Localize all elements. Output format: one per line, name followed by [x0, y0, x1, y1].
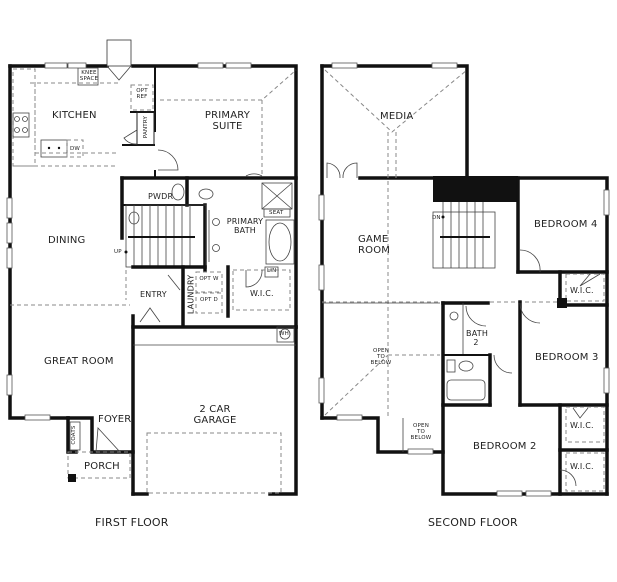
room-label-foyer: FOYER — [98, 414, 132, 425]
label-seat: SEAT — [269, 210, 284, 216]
label-open-to-below-2: OPEN TO BELOW — [410, 423, 432, 442]
room-label-opt-ref: OPT REF — [136, 88, 148, 101]
room-label-primary-bath: PRIMARY BATH — [226, 217, 264, 235]
room-label-kitchen: KITCHEN — [52, 110, 97, 121]
room-label-pantry: PANTRY — [142, 115, 149, 139]
floor-title-first: FIRST FLOOR — [95, 516, 169, 529]
room-label-primary-suite: PRIMARY SUITE — [204, 110, 251, 132]
label-water-heater: WH — [279, 331, 289, 337]
room-label-primary-wic: W.I.C. — [250, 289, 274, 298]
label-linen: LIN — [267, 268, 277, 274]
room-label-bedroom-2: BEDROOM 2 — [473, 441, 537, 452]
label-dishwasher: DW — [70, 146, 81, 152]
room-label-game-room: GAME ROOM — [358, 234, 391, 256]
first-floor-plan — [6, 39, 298, 496]
room-label-pwdr: PWDR — [148, 192, 174, 201]
room-label-dining: DINING — [48, 235, 86, 246]
room-label-knee-space: KNEE SPACE — [79, 70, 99, 83]
room-label-media: MEDIA — [380, 111, 414, 122]
label-coats: COATS — [70, 425, 77, 445]
second-floor-plan — [318, 62, 610, 497]
room-label-bedroom-2-wic: W.I.C. — [570, 462, 594, 471]
room-label-bedroom-4-wic: W.I.C. — [570, 286, 594, 295]
label-opt-washer: OPT W — [199, 276, 219, 282]
room-label-great-room: GREAT ROOM — [44, 356, 114, 367]
room-label-bath-2: BATH 2 — [466, 329, 489, 347]
room-label-porch: PORCH — [84, 461, 120, 472]
floor-title-second: SECOND FLOOR — [428, 516, 518, 529]
label-opt-dryer: OPT D — [200, 297, 218, 303]
label-stairs-down: DN — [432, 215, 441, 221]
label-open-to-below-1: OPEN TO BELOW — [370, 348, 392, 367]
room-label-laundry: LAUNDRY — [186, 274, 196, 315]
room-label-bedroom-4: BEDROOM 4 — [534, 219, 598, 230]
room-label-garage: 2 CAR GARAGE — [193, 404, 237, 426]
label-stairs-up: UP — [114, 249, 122, 255]
room-label-bedroom-3: BEDROOM 3 — [535, 352, 599, 363]
room-label-bedroom-3-wic: W.I.C. — [570, 421, 594, 430]
room-label-entry: ENTRY — [140, 290, 167, 299]
